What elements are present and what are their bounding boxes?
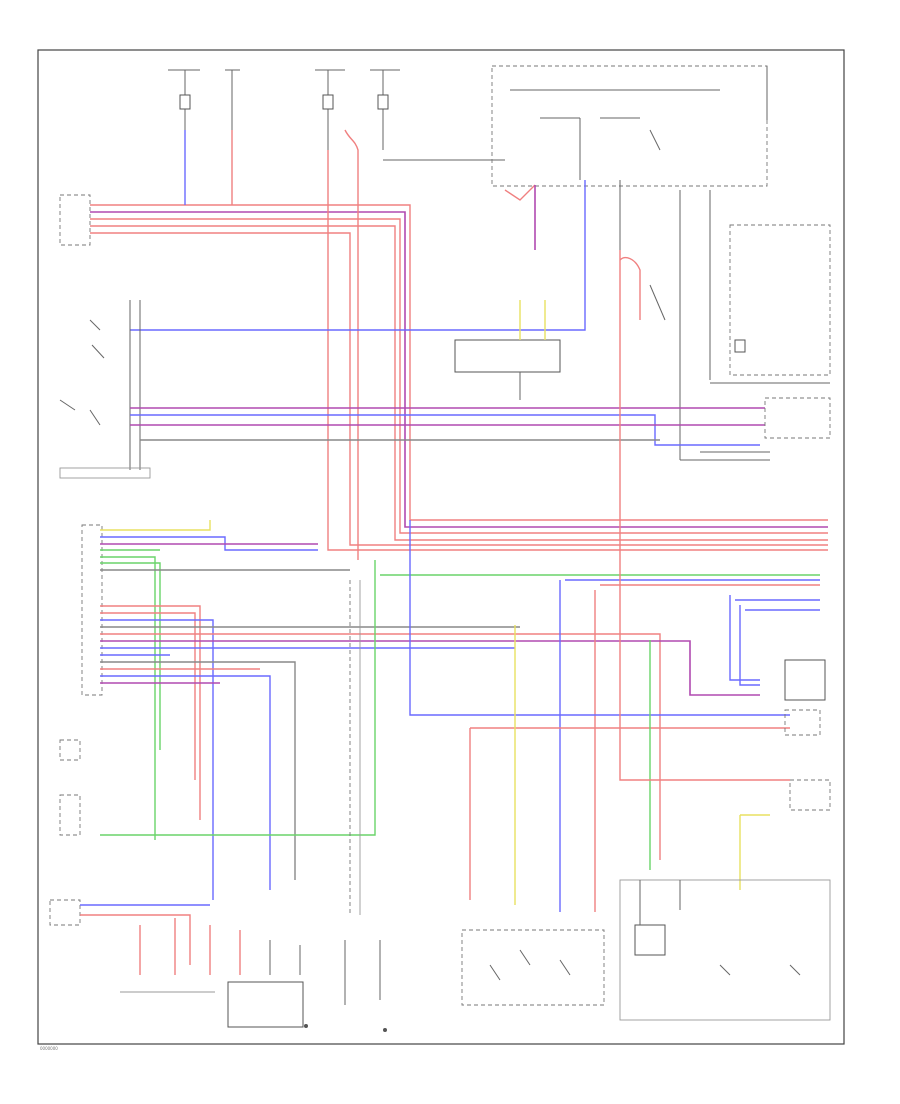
bottom-switches: [461, 879, 831, 1021]
ground-point-1: [304, 1024, 308, 1028]
ac-control-connector: [81, 524, 103, 696]
thermistor-connector: [49, 899, 81, 926]
ac-control-module: [130, 180, 586, 400]
right-relay-cluster: [619, 180, 831, 460]
right-harness: [100, 250, 820, 912]
upper-harness: [90, 130, 828, 546]
diagram-code: 0000000: [40, 1046, 58, 1051]
fuse-right: [377, 94, 389, 110]
relay-switch-contact: [649, 129, 661, 151]
main-harness: [100, 520, 760, 900]
ground-point-2: [383, 1028, 387, 1032]
connector-upper-left: [59, 194, 91, 246]
ac-switch-outline: [461, 929, 605, 1006]
fuse-left: [179, 94, 191, 110]
top-fuse-group: [168, 69, 505, 161]
servo-motor-box: [227, 981, 304, 1028]
diagram-border: [37, 49, 845, 1045]
blower-control-outline: [729, 224, 831, 376]
relay-box-outline: [491, 65, 768, 187]
heater-control-outline: [619, 879, 831, 1021]
blower-switch: [59, 300, 151, 479]
bottom-connectors: [120, 580, 381, 1028]
power-feed-wire: [327, 150, 828, 551]
blower-motor-connector: [784, 659, 826, 701]
fuse-mid: [322, 94, 334, 110]
pressure-switch-box: [454, 339, 561, 373]
blower-wire-2: [130, 414, 760, 446]
